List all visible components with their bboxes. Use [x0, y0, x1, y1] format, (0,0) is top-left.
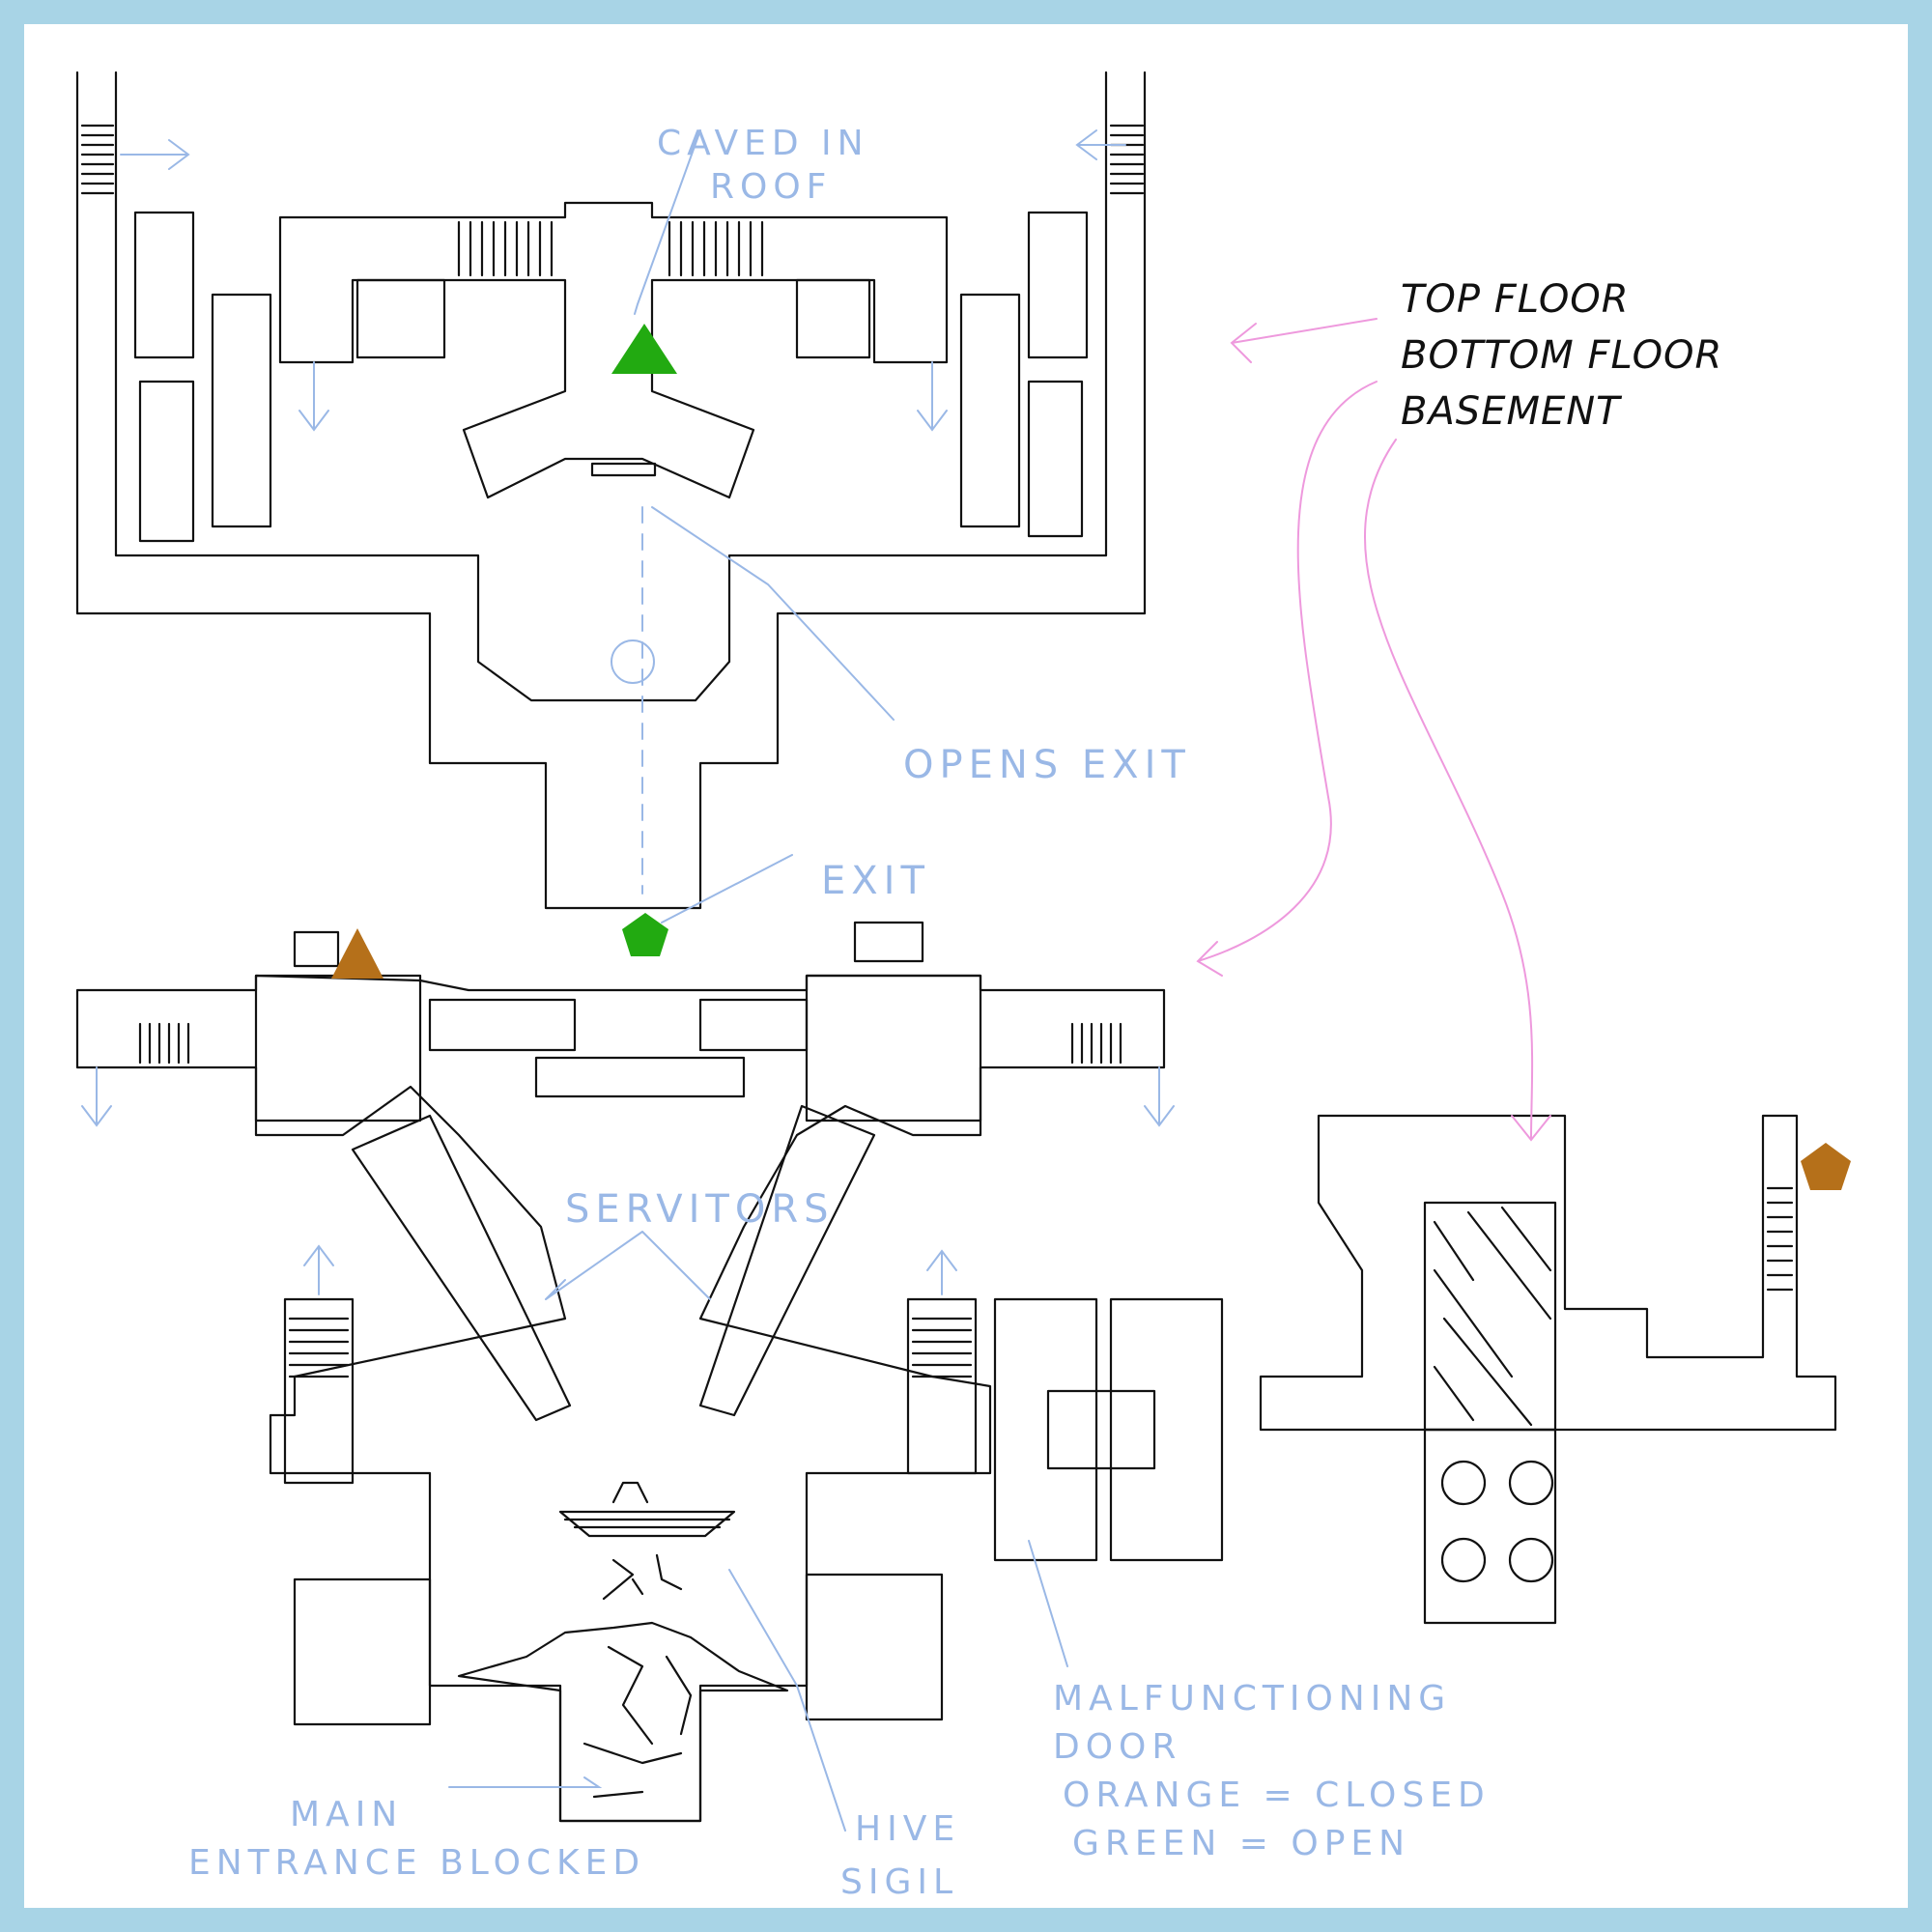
- bottom-malfunction-room: [1046, 1389, 1156, 1470]
- bottom-stair-right-top: [1070, 1022, 1122, 1065]
- malfunctioning-line2: DOOR: [1053, 1727, 1181, 1767]
- bottom-room-ur: [805, 974, 982, 1122]
- top-right-stairs: [1109, 124, 1145, 195]
- top-floor-plan: [75, 71, 1147, 910]
- bottom-right-wing: [993, 1297, 1224, 1562]
- legend-arrow-basement: [1363, 439, 1551, 1142]
- stair-arrow-up-mr: [926, 1249, 957, 1295]
- bottom-stair-mr: [911, 1317, 973, 1378]
- stair-arrow-down-br: [1144, 1066, 1175, 1127]
- top-room-cl: [355, 278, 446, 359]
- caved-in-roof-line2: ROOF: [710, 167, 832, 207]
- hive-sigil-pointer: [728, 1569, 846, 1832]
- exit-label: EXIT: [821, 859, 930, 903]
- bottom-floor-closed-door-marker: [331, 928, 384, 979]
- servitors-label: SERVITORS: [565, 1187, 835, 1232]
- top-hatch-right: [668, 220, 764, 277]
- legend-top-floor: TOP FLOOR: [1401, 277, 1630, 322]
- hive-sigil-glyph: [558, 1481, 736, 1601]
- legend-arrow-bottom: [1196, 381, 1378, 977]
- basement-pods: [1440, 1460, 1554, 1583]
- top-room-l2: [138, 380, 195, 543]
- map-sheet: CAVED IN ROOF OPENS EXIT EXIT SERVITORS …: [24, 24, 1908, 1908]
- main-entrance-pointer: [448, 1776, 603, 1788]
- exit-pointer: [661, 854, 793, 923]
- top-floor-outer-walls: [75, 71, 1147, 910]
- bottom-diagonal-left: [351, 1114, 572, 1422]
- opens-exit-pointer: [651, 506, 895, 721]
- main-entrance-rubble: [457, 1621, 789, 1823]
- bottom-room-ll: [293, 1577, 432, 1726]
- top-room-r2: [1027, 380, 1084, 538]
- bottom-floor-plan: [75, 921, 1224, 1823]
- malfunctioning-line1: MALFUNCTIONING: [1053, 1679, 1451, 1719]
- basement-closed-door-marker: [1801, 1143, 1851, 1190]
- hive-sigil-line2: SIGIL: [840, 1862, 958, 1902]
- top-hatch-left: [457, 220, 554, 277]
- basement-plan: [1259, 1114, 1837, 1625]
- servitors-arrows: [545, 1231, 711, 1300]
- stair-arrow-tl: [120, 139, 190, 170]
- bottom-corridor-top2: [698, 998, 809, 1052]
- bottom-room-mr: [906, 1297, 978, 1475]
- markers: [331, 324, 1851, 1190]
- legend-bottom-floor: BOTTOM FLOOR: [1401, 333, 1723, 378]
- bottom-room-lr: [805, 1573, 944, 1721]
- legend-arrows: [1196, 318, 1551, 1142]
- opens-exit-label: OPENS EXIT: [903, 743, 1191, 787]
- top-altar-slab: [590, 462, 657, 477]
- bottom-long-slab: [534, 1056, 746, 1098]
- basement-lower-room: [1423, 1428, 1557, 1625]
- stair-arrow-down-r: [917, 361, 948, 432]
- bottom-corridor-top: [428, 998, 577, 1052]
- bottom-room-ul: [254, 974, 422, 1122]
- bottom-stair-left-top: [138, 1022, 190, 1065]
- caved-roof-pointer: [634, 129, 701, 315]
- top-floor-exit-marker: [622, 913, 668, 956]
- bottom-diagonal-right: [698, 1104, 876, 1417]
- top-room-cr: [795, 278, 871, 359]
- top-room-r1: [1027, 211, 1089, 359]
- main-entrance-line2: ENTRANCE BLOCKED: [188, 1843, 645, 1883]
- stair-arrow-down-bl: [81, 1066, 112, 1127]
- annotation-text: CAVED IN ROOF OPENS EXIT EXIT SERVITORS …: [188, 124, 1491, 1902]
- top-room-l3: [211, 293, 272, 528]
- rubble-cracks: [582, 1645, 693, 1799]
- eye-sigil: [611, 639, 655, 684]
- top-center-hall: [278, 201, 949, 499]
- legend-basement: BASEMENT: [1401, 389, 1621, 434]
- bottom-stair-ml: [288, 1317, 350, 1378]
- basement-stairs: [1766, 1186, 1794, 1292]
- stair-arrow-up-ml: [303, 1244, 334, 1295]
- bottom-cap-right: [853, 921, 924, 963]
- top-left-stairs: [80, 124, 115, 195]
- bottom-room-ml: [283, 1297, 355, 1485]
- annotation-lines: [81, 129, 1175, 1832]
- top-room-l1: [133, 211, 195, 359]
- stair-arrow-tr: [1075, 129, 1126, 160]
- malfunctioning-line3: ORANGE = CLOSED: [1063, 1776, 1491, 1815]
- bottom-floor-walls: [75, 974, 1166, 1823]
- malfunctioning-line4: GREEN = OPEN: [1072, 1824, 1410, 1863]
- main-entrance-line1: MAIN: [290, 1795, 403, 1834]
- top-floor-inner-walls: [114, 71, 1108, 702]
- floor-plan-canvas: CAVED IN ROOF OPENS EXIT EXIT SERVITORS …: [75, 71, 1851, 1902]
- malfunction-pointer: [1028, 1540, 1068, 1667]
- bottom-cap-left: [293, 930, 340, 968]
- caved-in-roof-line1: CAVED IN: [657, 124, 869, 163]
- top-floor-open-door-marker: [611, 324, 677, 374]
- top-room-r3: [959, 293, 1021, 528]
- basement-hatching: [1433, 1206, 1552, 1427]
- hive-sigil-line1: HIVE: [855, 1809, 960, 1849]
- basement-walls: [1259, 1114, 1837, 1432]
- legend-arrow-top: [1230, 318, 1378, 363]
- stair-arrow-down-l: [298, 361, 329, 432]
